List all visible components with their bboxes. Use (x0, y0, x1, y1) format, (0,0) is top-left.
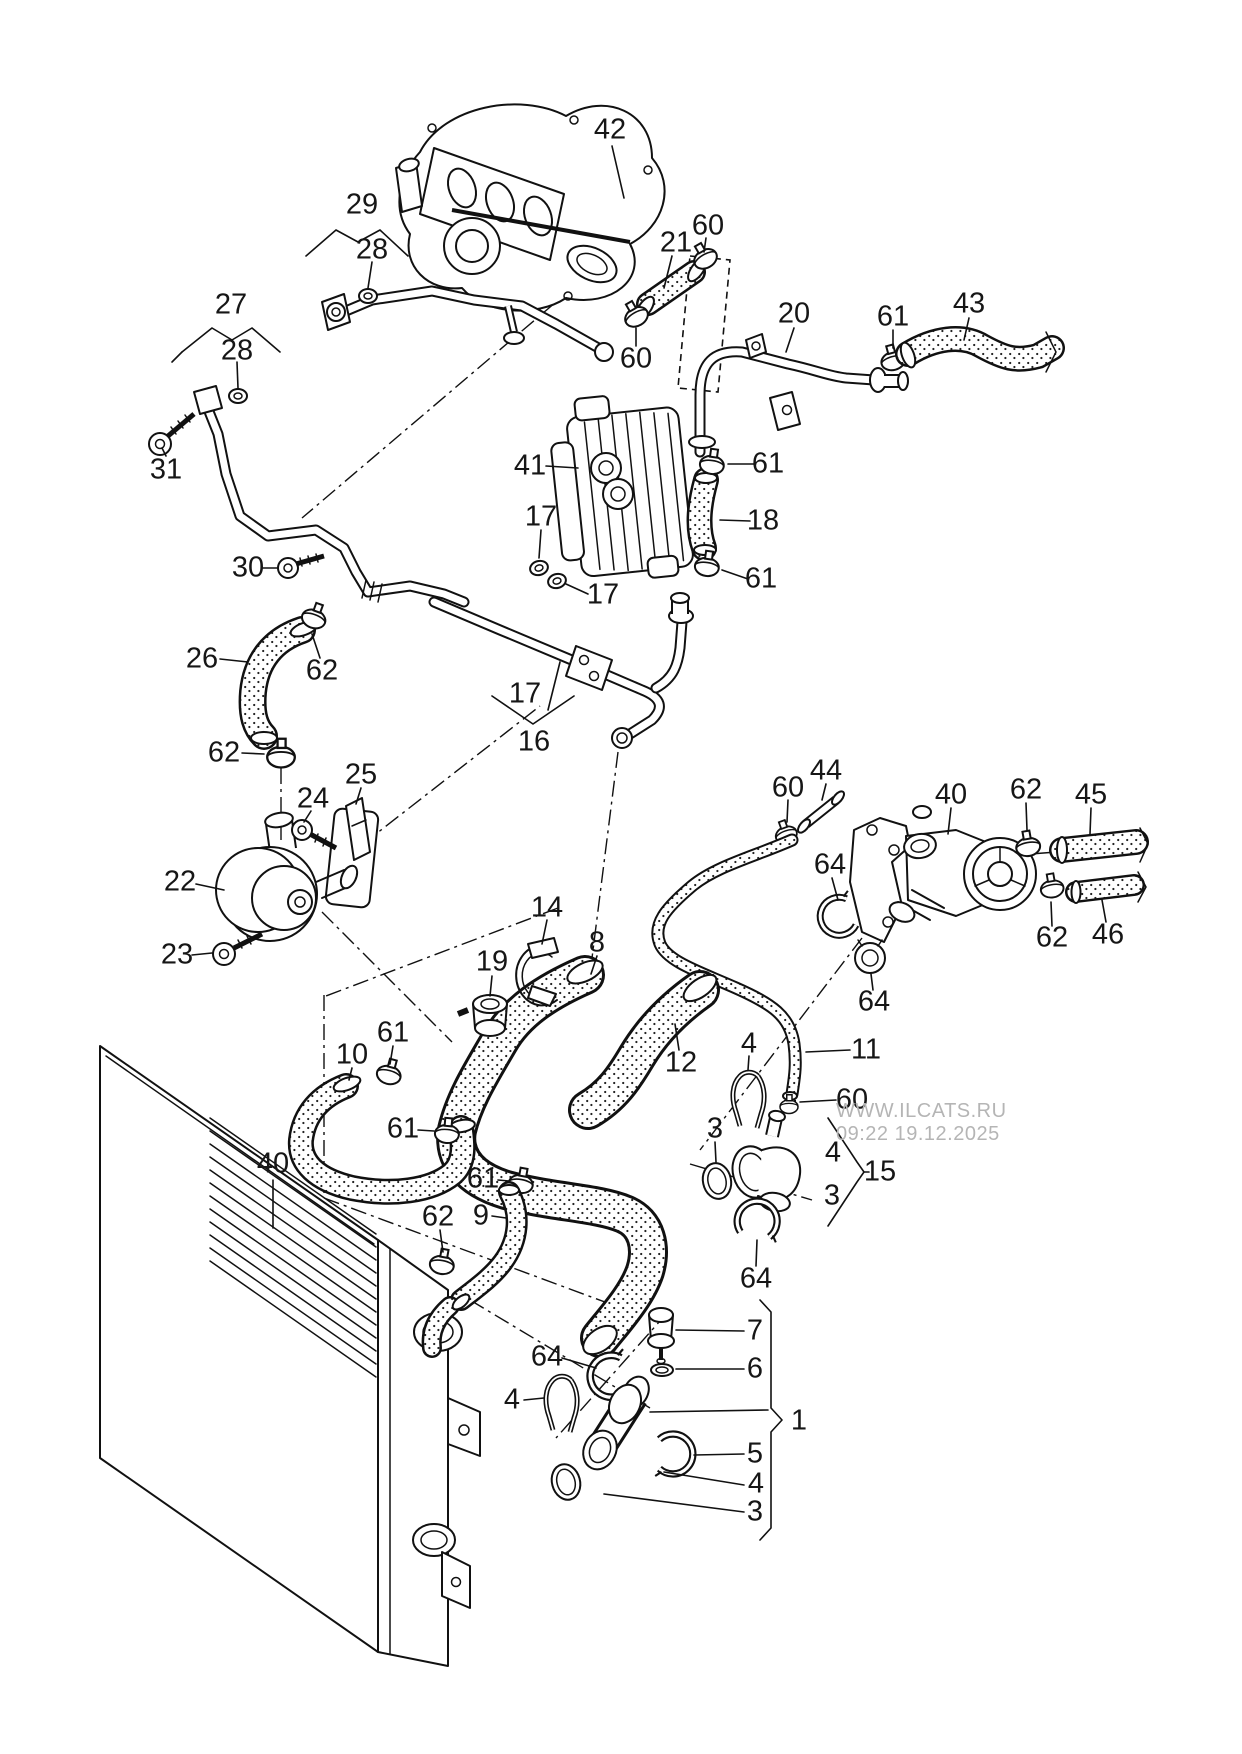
aux-water-pump (191, 787, 380, 966)
thermostat-housing (770, 783, 1149, 991)
pipe-29 (305, 229, 614, 362)
pipe-27 (148, 327, 470, 608)
hose-43 (895, 317, 1065, 373)
watermark-site: WWW.ILCATS.RU (836, 1100, 1007, 1122)
hose-10 (287, 1045, 476, 1205)
hose-11 (651, 833, 851, 1115)
hose-21 (617, 237, 722, 347)
pipe-16 (428, 592, 694, 749)
pipe-20 (688, 327, 909, 458)
watermark: WWW.ILCATS.RU 09:22 19.12.2025 (836, 1100, 1007, 1146)
radiator (99, 1045, 481, 1667)
hose-26 (219, 598, 332, 769)
hose-9 (421, 1181, 528, 1358)
flange-group-1 (523, 1299, 783, 1541)
hose-18 (686, 446, 755, 580)
oil-cooler (529, 395, 694, 595)
elbow-15-group (701, 1055, 870, 1267)
turbo-manifold (395, 103, 666, 312)
hose-8-12 (436, 919, 720, 1358)
watermark-timestamp: 09:22 19.12.2025 (836, 1123, 1000, 1145)
